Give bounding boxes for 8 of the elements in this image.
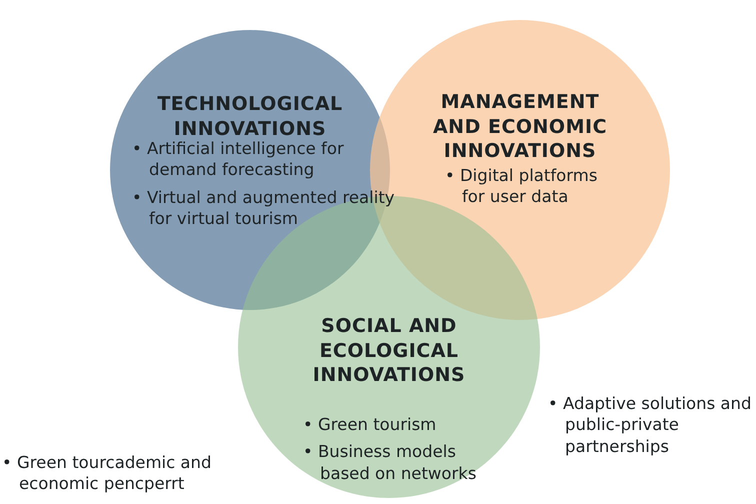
bullet-item: • Business models based on networks	[303, 441, 478, 484]
circle-heading: SOCIAL AND ECOLOGICAL INNOVATIONS	[312, 314, 466, 388]
circle-heading: MANAGEMENT AND ECONOMIC INNOVATIONS	[432, 90, 608, 164]
bullet-item: • Digital platforms for user data	[445, 165, 598, 208]
bullet-item: • Green tourism	[303, 414, 438, 436]
bullet-item: • Green tourcademic and economic pencperrt	[2, 452, 212, 495]
bullet-item: • Virtual and augmented reality for virtual tourism	[132, 186, 396, 230]
bullet-item: • Adaptive solutions and public-private partnerships	[548, 393, 752, 458]
